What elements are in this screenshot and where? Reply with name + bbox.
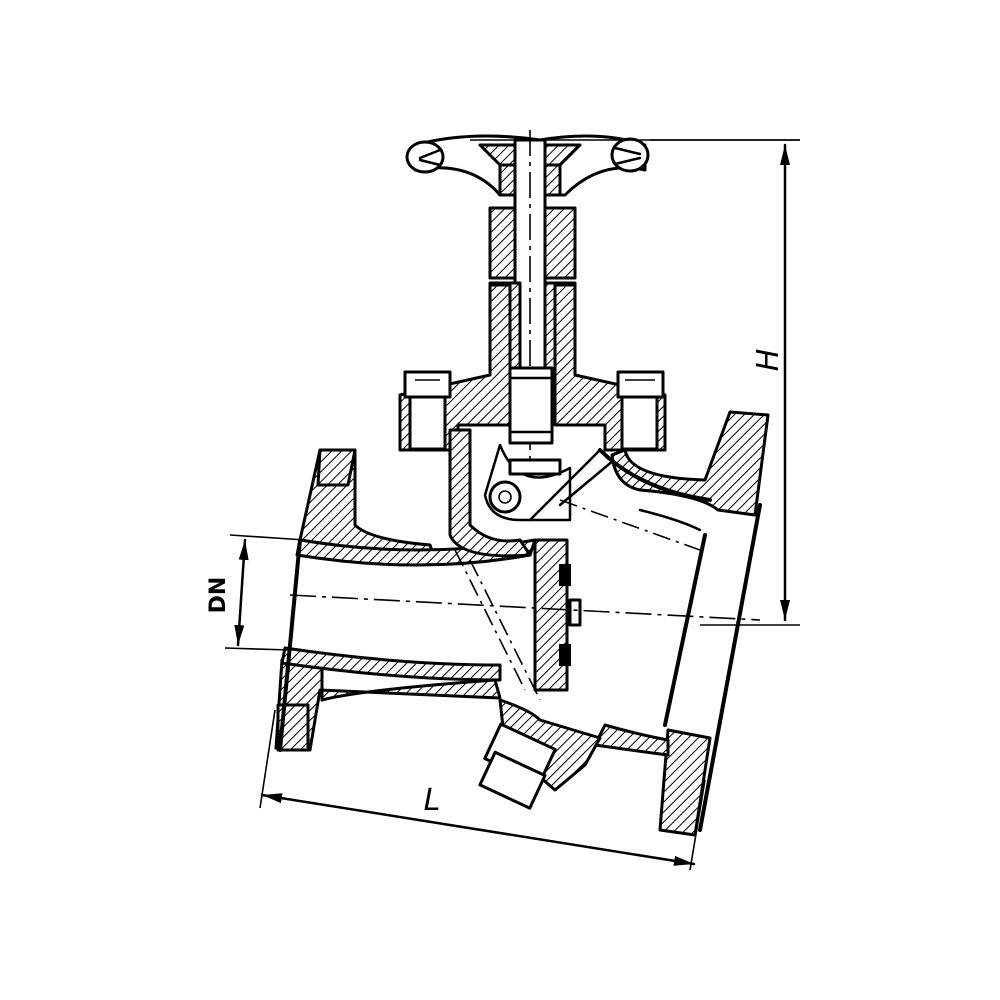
length-label: L [424, 783, 441, 818]
dimension-dn: DN [206, 534, 306, 651]
dimension-l: L [259, 709, 706, 871]
flow-path-outline [278, 448, 762, 832]
handwheel [405, 134, 800, 197]
bonnet [398, 283, 667, 452]
valve-body [274, 410, 770, 837]
height-label: H [751, 349, 786, 372]
centerlines [289, 499, 761, 701]
nominal-diameter-label: DN [206, 577, 231, 614]
dimension-h: H [650, 139, 800, 626]
disc-mechanism [483, 443, 622, 522]
